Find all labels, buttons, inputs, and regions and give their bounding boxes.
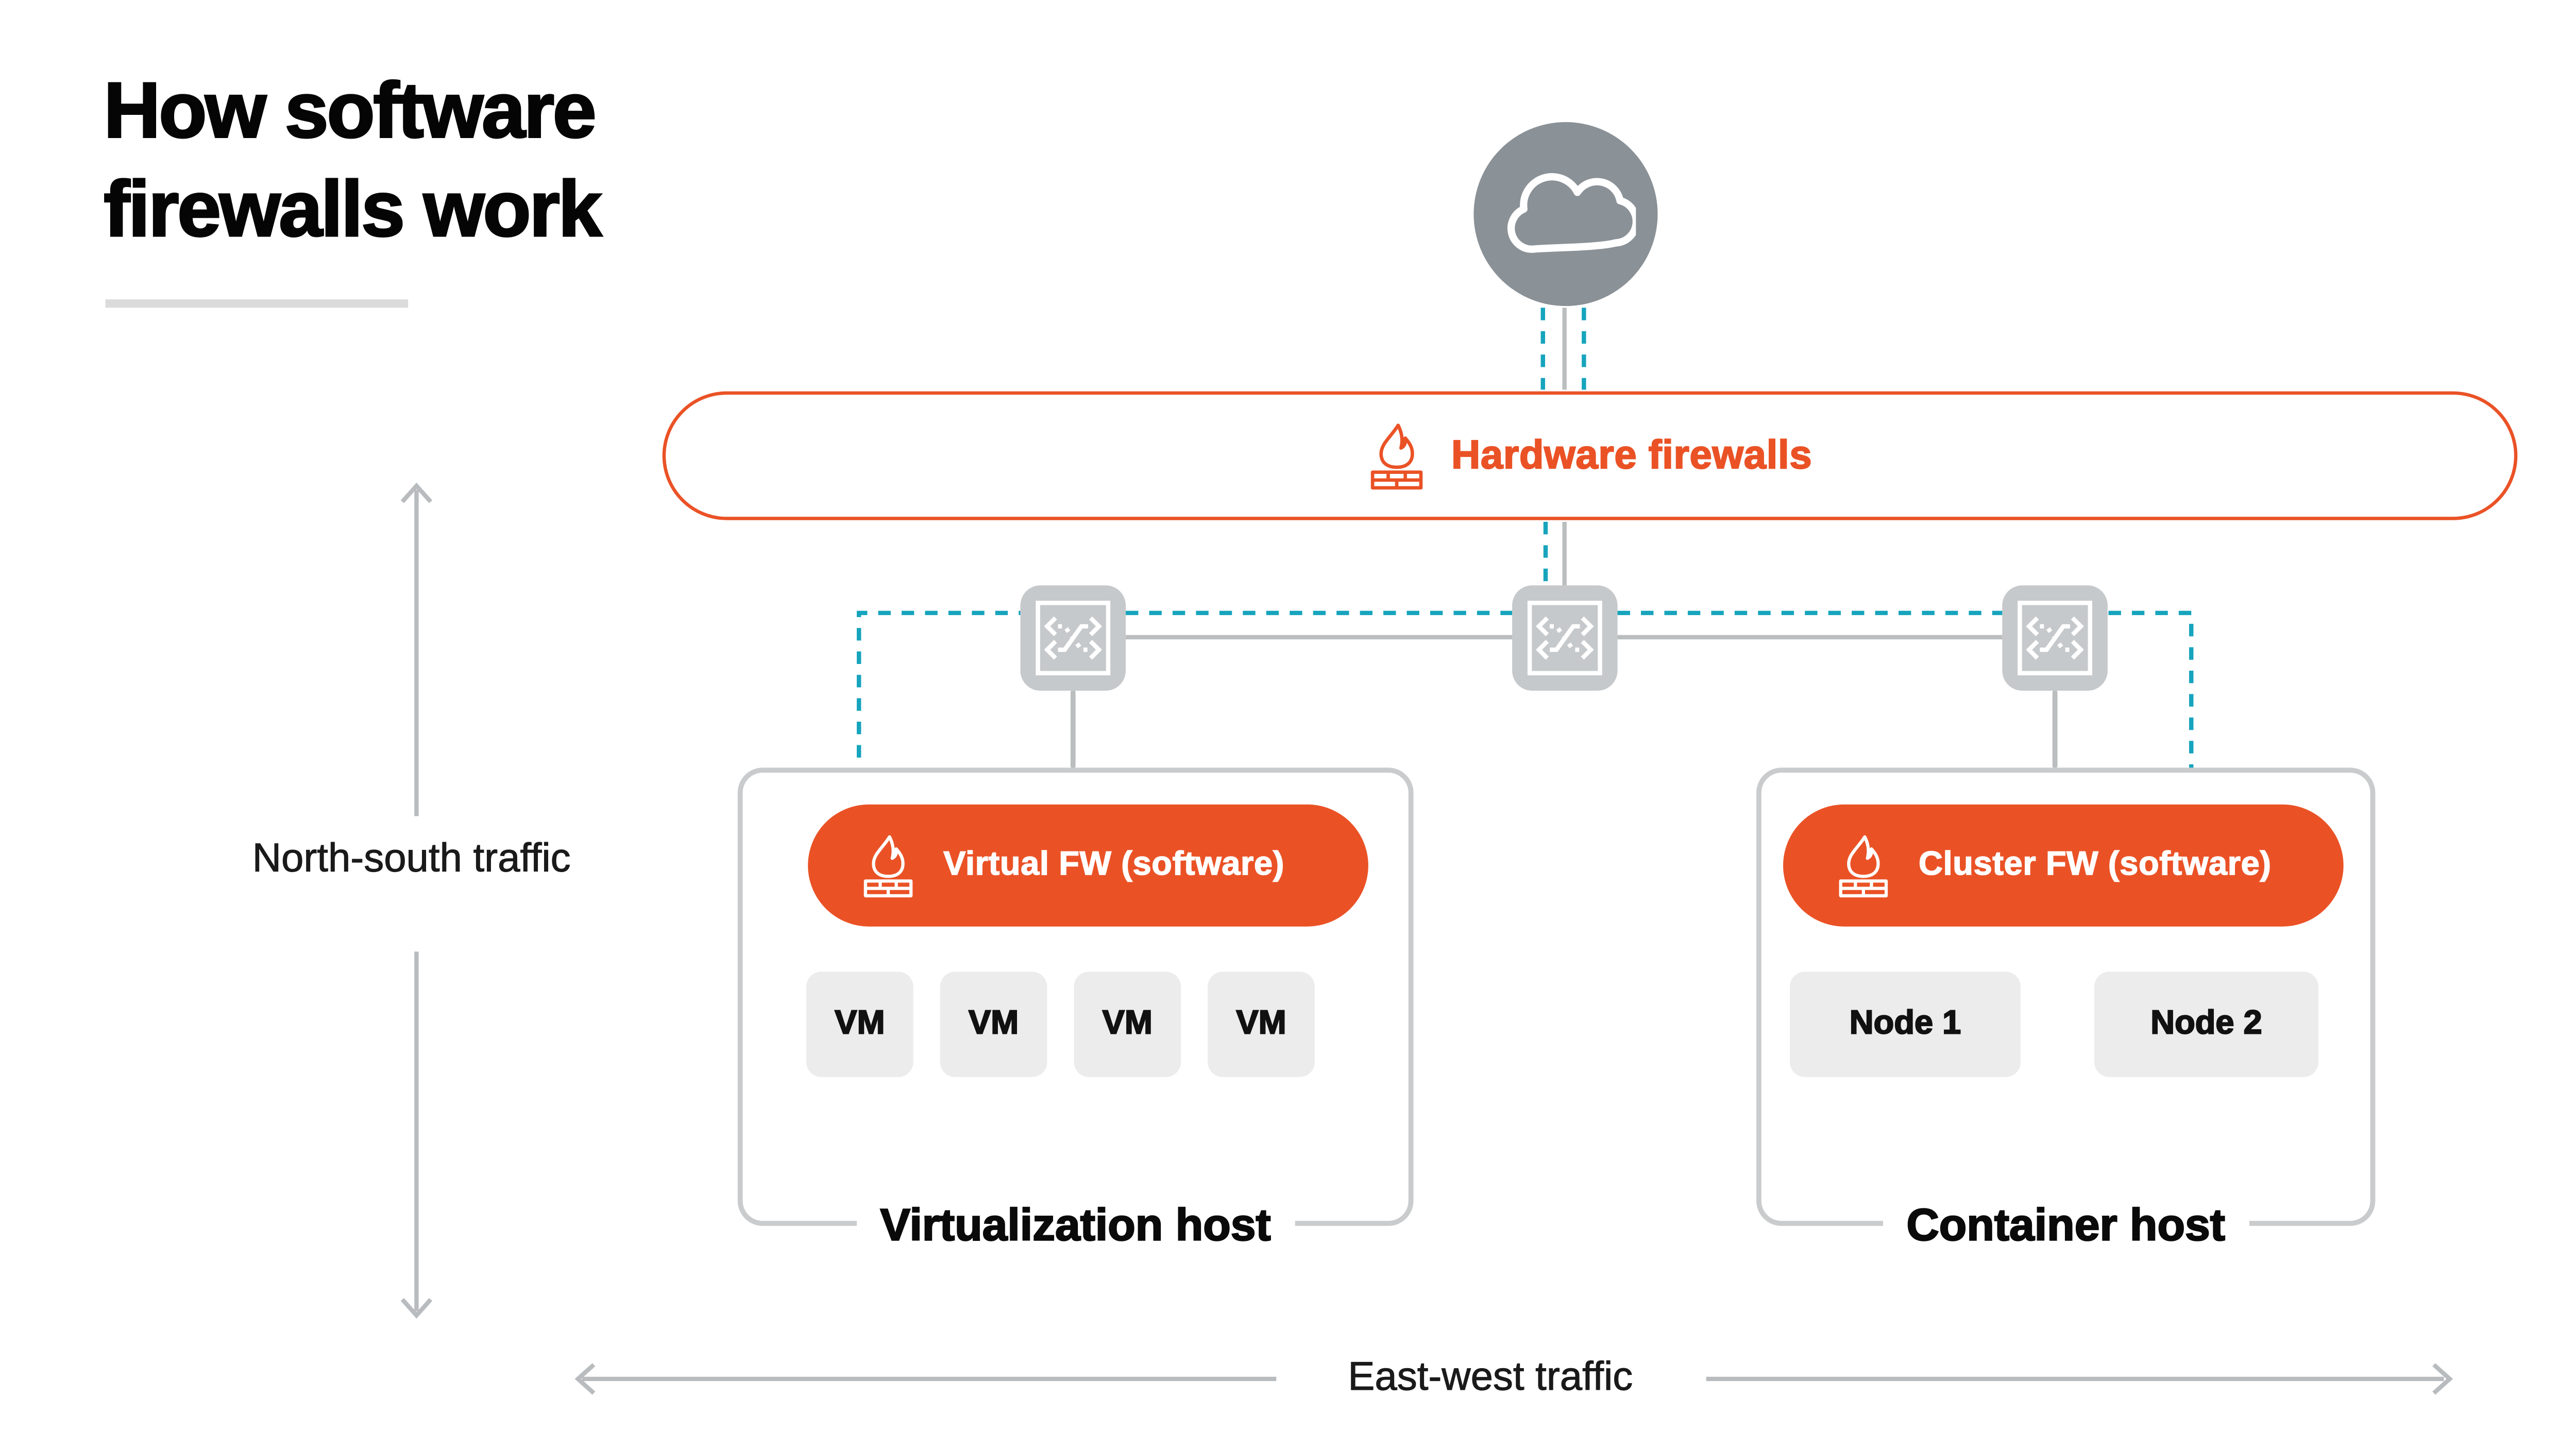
east-west-arrow [574, 1363, 2453, 1395]
firewall-flame-brick-icon [1370, 422, 1422, 489]
vm-box-1: VM [806, 971, 913, 1077]
cluster-fw-label: Cluster FW (software) [1918, 846, 2272, 883]
arrowhead-down-icon [400, 1298, 433, 1319]
network-switch-icon [2018, 601, 2093, 676]
hardware-to-switch-links [1543, 521, 1567, 586]
network-switch-center [1512, 585, 1618, 691]
firewall-flame-brick-icon [863, 834, 913, 897]
hardware-firewalls-pill: Hardware firewalls [662, 391, 2518, 520]
node-box-1: Node 1 [1790, 971, 2021, 1077]
network-switch-right [2002, 585, 2108, 691]
vm-box-3: VM [1074, 971, 1181, 1077]
virtual-fw-pill: Virtual FW (software) [808, 804, 1368, 927]
north-south-traffic-label: North-south traffic [252, 836, 571, 882]
arrowhead-left-icon [574, 1363, 596, 1395]
network-switch-left [1020, 585, 1126, 691]
title-underline [105, 299, 409, 308]
cluster-fw-pill: Cluster FW (software) [1783, 804, 2344, 927]
north-south-arrow [400, 482, 433, 1319]
teal-dashed-path-left [856, 610, 1021, 805]
cloud-to-hardware-links [1540, 308, 1586, 390]
east-west-traffic-label: East-west traffic [1348, 1354, 1633, 1400]
switch-to-host-links [1070, 690, 2058, 769]
node-box-2: Node 2 [2094, 971, 2318, 1077]
virtual-fw-label: Virtual FW (software) [943, 846, 1285, 883]
arrowhead-right-icon [2432, 1363, 2453, 1395]
virtualization-host-caption: Virtualization host [857, 1199, 1295, 1252]
hardware-firewalls-label: Hardware firewalls [1451, 432, 1812, 478]
arrowhead-up-icon [400, 482, 433, 503]
network-switch-icon [1036, 601, 1111, 676]
vm-box-2: VM [940, 971, 1047, 1077]
page-title: How software firewalls work [103, 64, 603, 254]
cloud-icon [1507, 173, 1636, 253]
container-host-caption: Container host [1883, 1199, 2249, 1252]
network-switch-icon [1527, 601, 1602, 676]
firewall-flame-brick-icon [1839, 834, 1888, 897]
vm-box-4: VM [1208, 971, 1315, 1077]
internet-cloud-badge [1473, 122, 1658, 306]
